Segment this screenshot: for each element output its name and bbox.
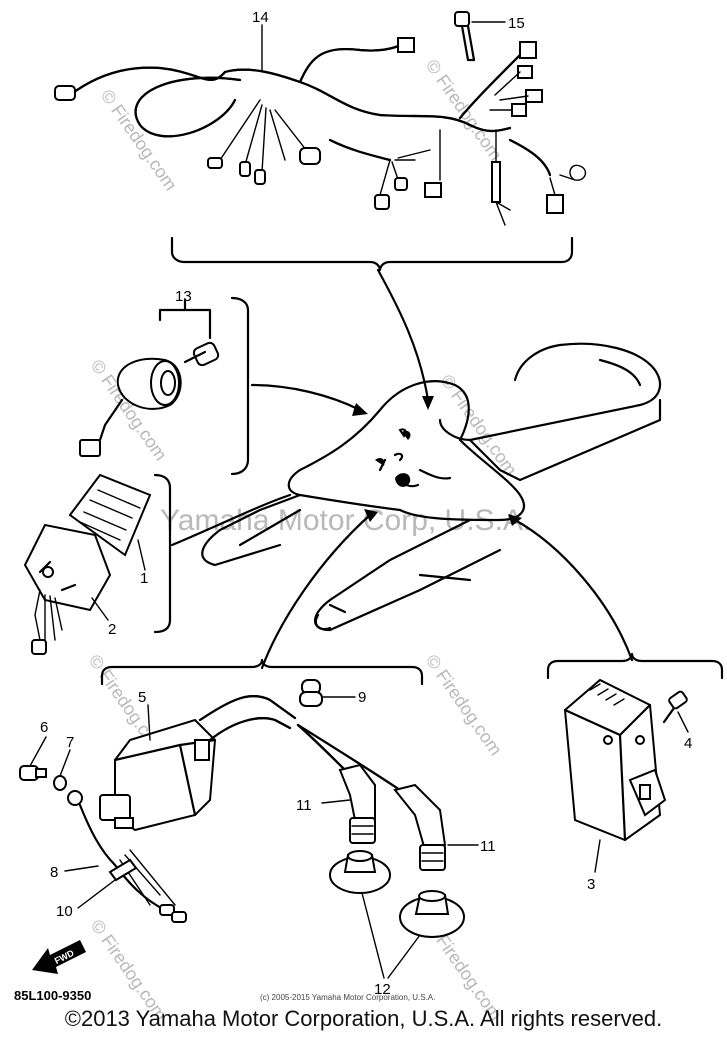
callout-1: 1 (140, 570, 148, 587)
washer (53, 775, 67, 791)
connector-icon (519, 41, 537, 59)
wire-harness (54, 37, 587, 226)
key-connector (454, 11, 476, 62)
small-copyright: (c) 2005-2015 Yamaha Motor Corporation, … (260, 993, 435, 1002)
plug-boot-2 (399, 890, 465, 938)
snowmobile-body (201, 342, 662, 632)
ground-lead (67, 790, 187, 923)
callout-12: 12 (374, 981, 391, 998)
ignition-bracket (100, 658, 424, 686)
watermark-site-6: © Firedog.com (422, 651, 506, 759)
connector-icon (517, 65, 533, 79)
plug-boot-1 (329, 850, 391, 894)
spark-plug-cap-2 (393, 783, 447, 871)
cdi-bracket (153, 473, 172, 634)
callout-3: 3 (587, 876, 595, 893)
callout-13: 13 (175, 288, 192, 305)
cdi-unit-1 (68, 473, 152, 557)
leader-line (170, 493, 292, 547)
leader-line (250, 383, 362, 412)
leader-line (260, 513, 372, 670)
front-direction-arrow: FWD (32, 940, 86, 974)
callout-11-b: 11 (480, 838, 496, 855)
callout-10: 10 (56, 903, 73, 920)
spark-plug-cap-1 (338, 763, 376, 844)
connector-icon (546, 194, 564, 214)
callout-14: 14 (252, 9, 269, 26)
ignition-coil (99, 695, 402, 832)
watermark-site-4: © Firedog.com (437, 371, 521, 479)
main-switch (79, 298, 220, 457)
connector-icon (54, 85, 76, 101)
switch-bracket (230, 296, 250, 476)
leader-line (376, 268, 430, 402)
callout-8: 8 (50, 864, 58, 881)
callout-6: 6 (40, 719, 48, 736)
connector-icon (397, 37, 415, 53)
leader-line (513, 518, 634, 662)
cdi-unit-2 (23, 523, 112, 655)
callout-2: 2 (108, 621, 116, 638)
callout-9: 9 (358, 689, 366, 706)
footer-copyright: ©2013 Yamaha Motor Corporation, U.S.A. A… (64, 1006, 663, 1031)
screw (19, 765, 47, 781)
connector-icon (491, 161, 501, 203)
callout-11-a: 11 (296, 797, 312, 814)
callout-15: 15 (508, 15, 525, 32)
callout-group: 14 15 13 1 2 5 9 6 7 8 10 11 11 12 3 4 (29, 9, 692, 998)
diagram-code: 85L100-9350 (14, 988, 91, 1003)
callout-4: 4 (684, 735, 692, 752)
connector-icon (511, 103, 527, 117)
regulator (563, 678, 667, 842)
watermark-group: Yamaha Motor Corp, U.S.A. © Firedog.com … (85, 56, 532, 1024)
grommet (299, 679, 323, 707)
harness-bracket (170, 236, 574, 272)
callout-7: 7 (66, 734, 74, 751)
callout-5: 5 (138, 689, 146, 706)
bolt (662, 690, 688, 724)
regulator-bracket (546, 652, 724, 680)
